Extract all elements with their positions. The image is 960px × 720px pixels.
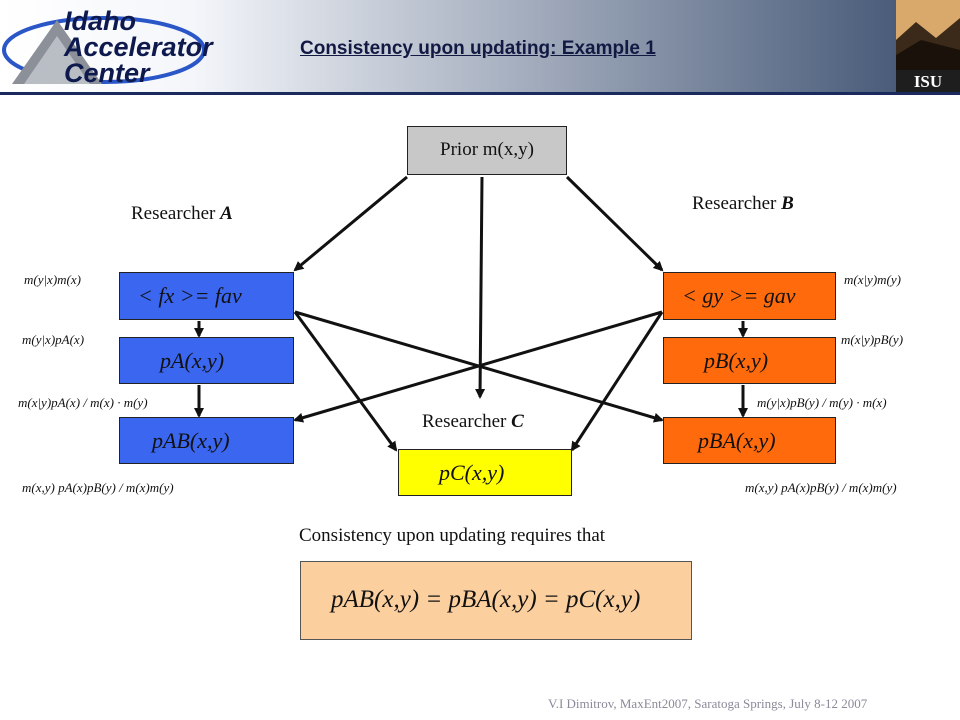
researcher-c-prefix: Researcher — [422, 411, 512, 432]
arrow-prior-to-c — [475, 176, 486, 399]
arrow-a1-to-c — [293, 311, 398, 452]
box-c-formula: pC(x,y) — [439, 460, 505, 485]
consistency-text: Consistency upon updating requires that — [299, 525, 606, 546]
box-a-constraint: < fx >= fav — [119, 272, 294, 320]
box-a-constraint-formula: < fx >= fav — [138, 283, 242, 308]
annotation-a1: m(y|x)m(x) — [24, 272, 81, 287]
researcher-c-label: Researcher C — [422, 411, 524, 433]
researcher-b-letter: B — [781, 193, 794, 214]
logo-line-1: Idaho — [64, 6, 136, 36]
researcher-b-label: Researcher B — [692, 193, 794, 215]
annotation-a3: m(x|y)pA(x) / m(x) · m(y) — [18, 395, 148, 410]
annotation-b3: m(y|x)pB(y) / m(y) · m(x) — [757, 395, 887, 410]
footer-citation: V.I Dimitrov, MaxEnt2007, Saratoga Sprin… — [548, 696, 868, 711]
box-b-constraint: < gy >= gav — [663, 272, 836, 320]
consistency-formula: pAB(x,y) = pBA(x,y) = pC(x,y) — [331, 586, 641, 613]
isu-landscape-graphic — [896, 0, 960, 70]
researcher-a-letter: A — [220, 203, 233, 224]
box-b-updated: pBA(x,y) — [663, 417, 836, 464]
isu-logo — [896, 0, 960, 92]
logo-line-2: Accelerator — [64, 32, 213, 62]
header-divider — [0, 92, 960, 95]
annotation-b1: m(x|y)m(y) — [844, 272, 901, 287]
annotation-a2: m(y|x)pA(x) — [22, 332, 85, 347]
box-b-posterior-formula: pB(x,y) — [704, 348, 769, 373]
arrow-b1-to-c — [570, 311, 664, 452]
researcher-b-prefix: Researcher — [692, 193, 782, 214]
iac-logo-graphic — [2, 16, 206, 84]
consistency-box: pAB(x,y) = pBA(x,y) = pC(x,y) — [300, 561, 692, 640]
arrow-b1-to-a3 — [293, 310, 663, 423]
box-b-constraint-formula: < gy >= gav — [682, 283, 796, 308]
prior-box: Prior m(x,y) — [407, 126, 567, 175]
slide-title: Consistency upon updating: Example 1 — [300, 38, 656, 59]
annotation-a4: m(x,y) pA(x)pB(y) / m(x)m(y) — [22, 480, 174, 495]
researcher-a-label: Researcher A — [131, 203, 233, 225]
box-a-updated: pAB(x,y) — [119, 417, 294, 464]
box-b-updated-formula: pBA(x,y) — [698, 428, 776, 453]
annotation-b2: m(x|y)pB(y) — [841, 332, 904, 347]
box-b-posterior: pB(x,y) — [663, 337, 836, 384]
prior-label: Prior m(x,y) — [440, 139, 534, 160]
arrow-prior-to-b — [565, 175, 664, 272]
box-a-posterior: pA(x,y) — [119, 337, 294, 384]
logo-line-3: Center — [64, 58, 150, 88]
annotation-b4: m(x,y) pA(x)pB(y) / m(x)m(y) — [745, 480, 897, 495]
arrow-prior-to-a — [293, 175, 408, 272]
researcher-c-letter: C — [511, 411, 524, 432]
isu-label: ISU — [913, 72, 943, 91]
researcher-a-prefix: Researcher — [131, 203, 221, 224]
box-a-posterior-formula: pA(x,y) — [160, 348, 225, 373]
box-a-updated-formula: pAB(x,y) — [152, 428, 230, 453]
box-c: pC(x,y) — [398, 449, 572, 496]
iac-logo: Idaho Accelerator Center — [2, 2, 213, 90]
